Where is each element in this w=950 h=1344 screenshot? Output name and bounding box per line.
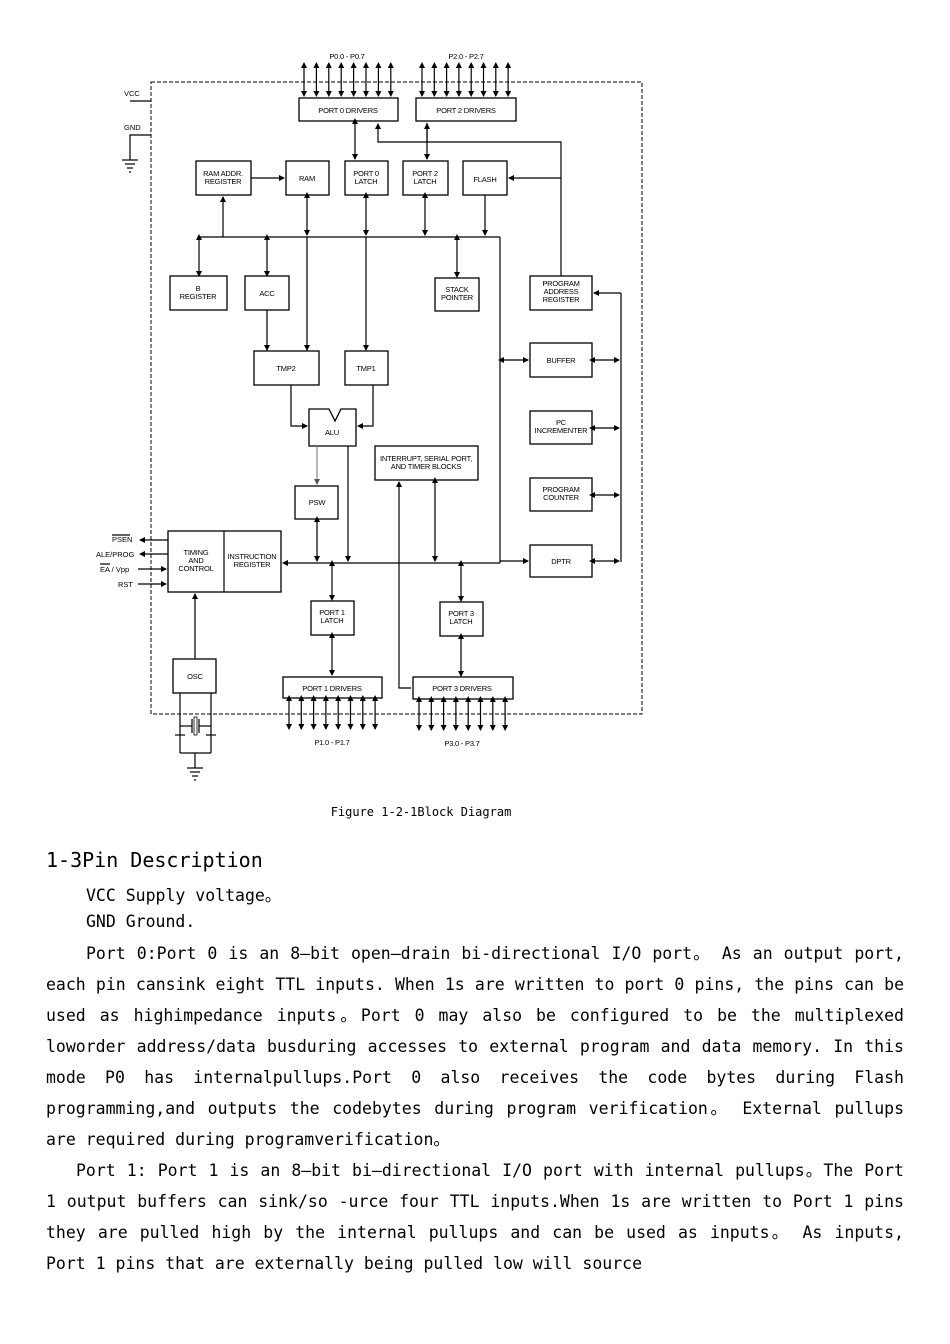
b-register-block: [169, 275, 228, 311]
port2-drivers-label: PORT 2 DRIVERS: [436, 106, 496, 115]
ir-label-1: INSTRUCTION: [227, 552, 276, 561]
ground-icon: [187, 764, 203, 781]
p2-pins-label: P2.0 - P2.7: [448, 52, 483, 61]
port1-latch-block: [310, 600, 355, 636]
isr-label-2: AND TIMER BLOCKS: [391, 462, 462, 471]
isr-label-1: INTERRUPT, SERIAL PORT,: [380, 454, 472, 463]
par-label-1: PROGRAM: [542, 279, 579, 288]
program-counter-block: [529, 477, 593, 512]
osc-block: [172, 658, 217, 694]
timing-label-3: CONTROL: [178, 564, 213, 573]
port0-description: Port 0:Port 0 is an 8—bit open—drain bi-…: [46, 944, 904, 1149]
osc-label: OSC: [187, 672, 203, 681]
vcc-description: VCC Supply voltage。: [86, 886, 282, 905]
port1-drivers-block: [282, 676, 383, 699]
pc-incrementer-block: [529, 410, 593, 445]
pc-incrementer-label-1: PC: [556, 418, 567, 427]
program-counter-label-2: COUNTER: [543, 493, 579, 502]
p3-pins-label: P3.0 - P3.7: [444, 739, 479, 748]
b-register-label-1: B: [196, 284, 201, 293]
ram-block: [285, 160, 330, 196]
par-label-2: ADDRESS: [544, 287, 579, 296]
buffer-block: [529, 342, 593, 378]
tmp1-block: [344, 350, 389, 386]
ir-label-2: REGISTER: [234, 560, 272, 569]
vcc-label: VCC: [124, 89, 140, 98]
port0-drivers-block: [298, 97, 399, 122]
port1-drivers-label: PORT 1 DRIVERS: [302, 684, 362, 693]
psw-block: [294, 485, 339, 520]
program-address-register-block: [529, 275, 593, 311]
tmp2-block: [253, 350, 320, 386]
gnd-description: GND Ground.: [86, 912, 196, 931]
buffer-label: BUFFER: [547, 356, 577, 365]
pc-incrementer-label-2: INCREMENTER: [535, 426, 589, 435]
ram-addr-register-block: [195, 160, 252, 196]
gnd-label: GND: [124, 123, 141, 132]
chip-boundary: [150, 81, 643, 715]
psw-label: PSW: [309, 498, 327, 507]
port0-latch-label-2: LATCH: [354, 177, 377, 186]
interrupt-serial-timer-block: [374, 445, 479, 481]
alu-label: ALU: [325, 428, 339, 437]
port3-drivers-label: PORT 3 DRIVERS: [432, 684, 492, 693]
p0-pins-label: P0.0 - P0.7: [329, 52, 364, 61]
dptr-label: DPTR: [551, 557, 571, 566]
program-counter-label-1: PROGRAM: [542, 485, 579, 494]
crystal-circuit-icon: [175, 693, 216, 764]
p1-pins-label: P1.0 - P1.7: [314, 738, 349, 747]
block-diagram: VCC GND P0.0 - P0.7 P2.0 - P2.7 PORT 0 D…: [96, 52, 643, 781]
port1-pin-arrows: [286, 695, 379, 730]
ram-label: RAM: [299, 174, 315, 183]
timing-label-1: TIMING: [183, 548, 208, 557]
port2-pin-arrows: [419, 62, 512, 97]
ground-icon: [122, 159, 138, 173]
stack-pointer-label-1: STACK: [445, 285, 469, 294]
port1-latch-label-2: LATCH: [320, 616, 343, 625]
psen-label: PSEN: [112, 535, 132, 544]
port3-latch-label-1: PORT 3: [448, 609, 474, 618]
port2-drivers-block: [415, 97, 517, 122]
timing-label-2: AND: [188, 556, 204, 565]
b-register-label-2: REGISTER: [180, 292, 218, 301]
ea-vpp-label: EA / Vpp: [100, 565, 129, 574]
port3-drivers-block: [412, 676, 514, 700]
port2-latch-label-2: LATCH: [413, 177, 436, 186]
port0-latch-block: [344, 160, 389, 196]
par-label-3: REGISTER: [543, 295, 581, 304]
rst-label: RST: [118, 580, 133, 589]
port3-latch-label-2: LATCH: [449, 617, 472, 626]
gnd-line: [129, 134, 151, 160]
port3-pin-arrows: [416, 696, 509, 731]
ale-prog-label: ALE/PROG: [96, 550, 135, 559]
stack-pointer-block: [434, 277, 480, 312]
ram-addr-label-2: REGISTER: [205, 177, 243, 186]
acc-label: ACC: [259, 289, 275, 298]
port1-description: Port 1: Port 1 is an 8—bit bi—directiona…: [46, 1161, 904, 1273]
port1-latch-label-1: PORT 1: [319, 608, 345, 617]
port0-drivers-label: PORT 0 DRIVERS: [318, 106, 378, 115]
section-heading: 1-3Pin Description: [46, 848, 263, 872]
figure-caption: Figure 1-2-1Block Diagram: [330, 805, 512, 819]
stack-pointer-label-2: POINTER: [441, 293, 474, 302]
port0-latch-label-1: PORT 0: [353, 169, 379, 178]
tmp1-label: TMP1: [356, 364, 375, 373]
port0-pin-arrows: [301, 62, 394, 97]
ram-addr-label-1: RAM ADDR.: [203, 169, 243, 178]
flash-label: FLASH: [473, 175, 496, 184]
port2-latch-label-1: PORT 2: [412, 169, 438, 178]
tmp2-label: TMP2: [276, 364, 295, 373]
